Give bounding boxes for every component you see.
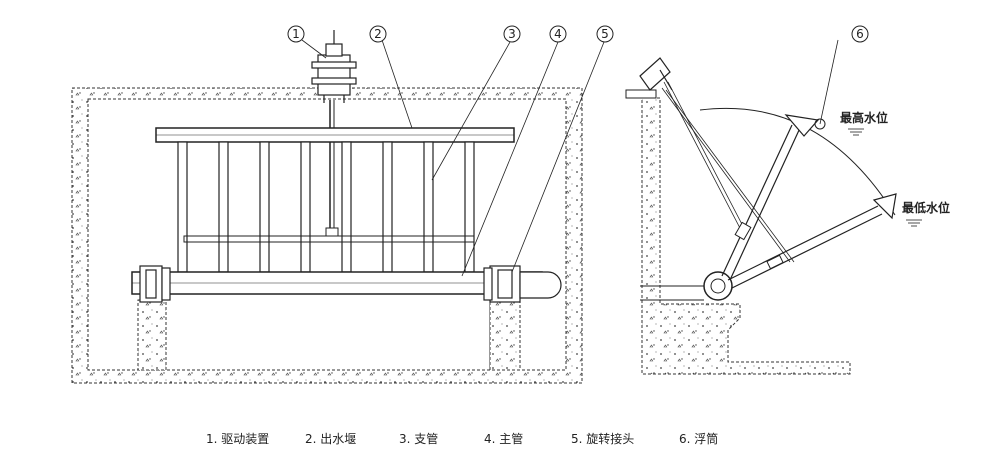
legend-item-weir: 2. 出水堰	[305, 432, 357, 446]
callout-1: 1	[292, 27, 300, 41]
legend-item-main-pipe: 4. 主管	[484, 432, 524, 446]
highest-water-level: 最高水位	[840, 110, 888, 125]
side-wall-concrete	[641, 97, 851, 375]
callout-5: 5	[601, 27, 609, 41]
float-low	[872, 193, 897, 220]
lowest-water-level: 最低水位	[902, 200, 950, 215]
branch-pipes	[177, 141, 475, 273]
legend-item-drive-unit: 1. 驱动装置	[206, 432, 270, 446]
rotary-joint-left	[139, 265, 171, 303]
cross-brace	[183, 235, 475, 243]
callout-6: 6	[856, 27, 864, 41]
highest-level-symbol	[848, 128, 864, 136]
legend-item-branch-pipe: 3. 支管	[399, 432, 439, 446]
rotary-joint-right	[483, 265, 562, 303]
side-view: 6 最高水位 最低水位	[625, 25, 950, 375]
right-pier	[489, 299, 521, 371]
drive-unit	[311, 30, 357, 103]
float-high	[784, 114, 820, 137]
legend-item-rotary-joint: 5. 旋转接头	[571, 432, 635, 446]
lowest-level-symbol	[906, 219, 922, 227]
legend: 1. 驱动装置 2. 出水堰 3. 支管 4. 主管 5. 旋转接头 6. 浮筒	[0, 430, 983, 448]
callout-2: 2	[374, 27, 382, 41]
front-view: 1 2 3 4 5	[71, 25, 614, 384]
callout-4: 4	[554, 27, 562, 41]
legend-item-float: 6. 浮筒	[679, 432, 719, 446]
left-pier	[137, 299, 167, 371]
callout-3: 3	[508, 27, 516, 41]
